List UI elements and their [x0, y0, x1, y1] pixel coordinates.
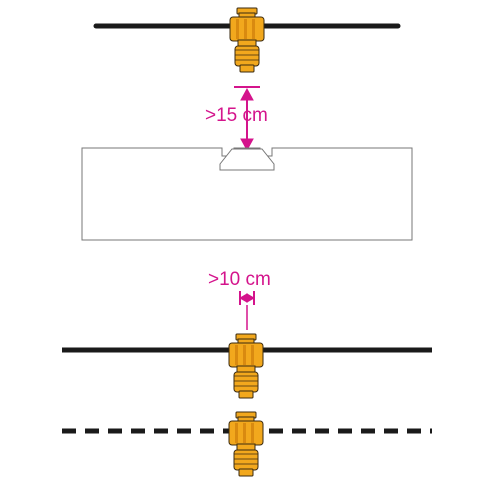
- vertical-dimension-arrow-up: [240, 87, 254, 101]
- fitting-shade-stripe: [243, 423, 246, 443]
- fitting-shade-stripe: [251, 345, 254, 365]
- fitting-shade-stripe: [252, 19, 255, 39]
- horizontal-offset-dimension: [238, 291, 256, 330]
- middle-fitting: [228, 333, 264, 399]
- offset-arrow-left: [238, 293, 248, 303]
- top-fitting: [229, 7, 265, 73]
- fitting-shade-stripe: [236, 19, 239, 39]
- fitting-filter-housing: [233, 371, 259, 393]
- vertical-distance-label: >15 cm: [205, 105, 268, 126]
- fitting-bottom-cap: [238, 390, 254, 399]
- fitting-shade-stripe: [235, 423, 238, 443]
- fitting-filter-housing: [233, 449, 259, 471]
- bottom-diagram: [62, 291, 432, 477]
- vertical-dimension-arrow-down: [240, 138, 254, 152]
- fitting-shade-stripe: [243, 345, 246, 365]
- fitting-bottom-cap: [238, 468, 254, 477]
- shelf-panel: [81, 147, 413, 241]
- lower-fitting: [228, 411, 264, 477]
- top-diagram: [81, 7, 413, 241]
- vertical-distance-dimension: [234, 86, 260, 152]
- offset-arrow-right: [246, 293, 256, 303]
- fitting-shade-stripe: [235, 345, 238, 365]
- horizontal-offset-label: >10 cm: [208, 269, 271, 290]
- panel-notch: [219, 148, 275, 171]
- fitting-shade-stripe: [244, 19, 247, 39]
- fitting-filter-housing: [234, 45, 260, 67]
- fitting-shade-stripe: [251, 423, 254, 443]
- fitting-bottom-cap: [239, 64, 255, 73]
